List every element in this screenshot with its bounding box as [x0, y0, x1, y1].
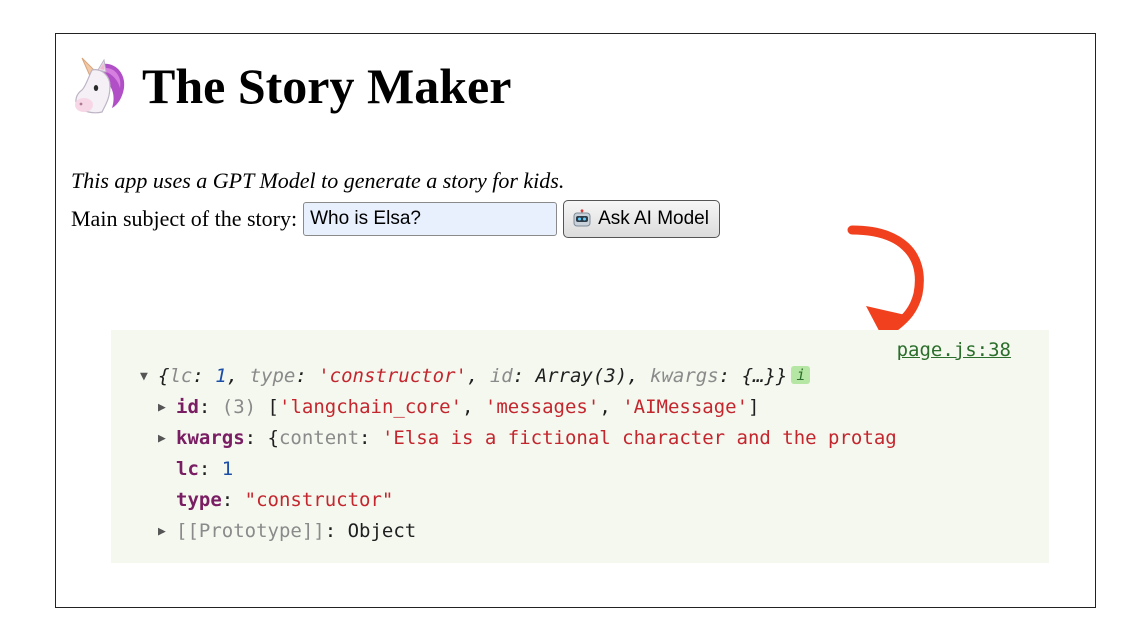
lc-key: lc	[176, 458, 199, 480]
subject-input[interactable]	[303, 202, 558, 236]
collapsed-triangle-icon[interactable]: ▶	[158, 524, 166, 539]
brace-close: }	[775, 365, 788, 387]
id-key: id	[176, 396, 199, 418]
app-frame: The Story Maker This app uses a GPT Mode…	[55, 33, 1096, 608]
info-badge[interactable]: i	[791, 366, 811, 384]
app-description: This app uses a GPT Model to generate a …	[71, 168, 565, 193]
id-count: (3)	[221, 396, 257, 418]
summary-id-key: id	[489, 365, 513, 387]
page-title: The Story Maker	[142, 58, 512, 114]
header: The Story Maker	[72, 56, 511, 116]
ask-button-label: Ask AI Model	[598, 208, 709, 229]
summary-kwargs-key: kwargs	[650, 365, 719, 387]
prototype-value: Object	[347, 520, 417, 542]
console-type-row: type: "constructor"	[176, 489, 394, 511]
kwargs-content-key: content	[278, 427, 360, 449]
console-output: page.js:38 ▼{lc: 1, type: 'constructor',…	[111, 330, 1049, 563]
expand-triangle-icon[interactable]: ▼	[140, 369, 148, 384]
source-link[interactable]: page.js:38	[896, 339, 1011, 361]
ask-ai-model-button[interactable]: Ask AI Model	[563, 200, 720, 238]
console-lc-row: lc: 1	[176, 458, 234, 480]
type-key: type	[176, 489, 222, 511]
summary-kwargs-value: {…}	[741, 365, 776, 387]
brace-open: {	[158, 365, 170, 387]
console-prototype-row[interactable]: ▶[[Prototype]]: Object	[158, 516, 416, 547]
id-item: 'AIMessage'	[622, 396, 749, 418]
subject-label: Main subject of the story:	[71, 206, 298, 231]
prototype-key: [[Prototype]]	[176, 520, 325, 542]
id-item: 'messages'	[484, 396, 600, 418]
curved-arrow-icon	[847, 225, 924, 344]
story-form: Main subject of the story: Ask AI Model	[71, 200, 720, 238]
console-summary-row[interactable]: ▼{lc: 1, type: 'constructor', id: Array(…	[140, 361, 811, 392]
summary-lc-value: 1	[215, 365, 227, 387]
summary-id-value: Array(3)	[535, 365, 628, 387]
summary-type-value: 'constructor'	[318, 365, 467, 387]
summary-type-key: type	[249, 365, 296, 387]
collapsed-triangle-icon[interactable]: ▶	[158, 400, 166, 415]
summary-lc-key: lc	[169, 365, 193, 387]
collapsed-triangle-icon[interactable]: ▶	[158, 431, 166, 446]
kwargs-content-value: 'Elsa is a fictional character and the p…	[381, 427, 897, 449]
robot-icon	[573, 209, 591, 227]
id-item: 'langchain_core'	[279, 396, 463, 418]
kwargs-key: kwargs	[176, 427, 245, 449]
console-id-row[interactable]: ▶id: (3) ['langchain_core', 'messages', …	[158, 392, 760, 423]
type-value: "constructor"	[244, 489, 394, 511]
lc-value: 1	[221, 458, 234, 480]
unicorn-icon	[75, 57, 125, 114]
console-kwargs-row[interactable]: ▶kwargs: {content: 'Elsa is a fictional …	[158, 423, 897, 454]
